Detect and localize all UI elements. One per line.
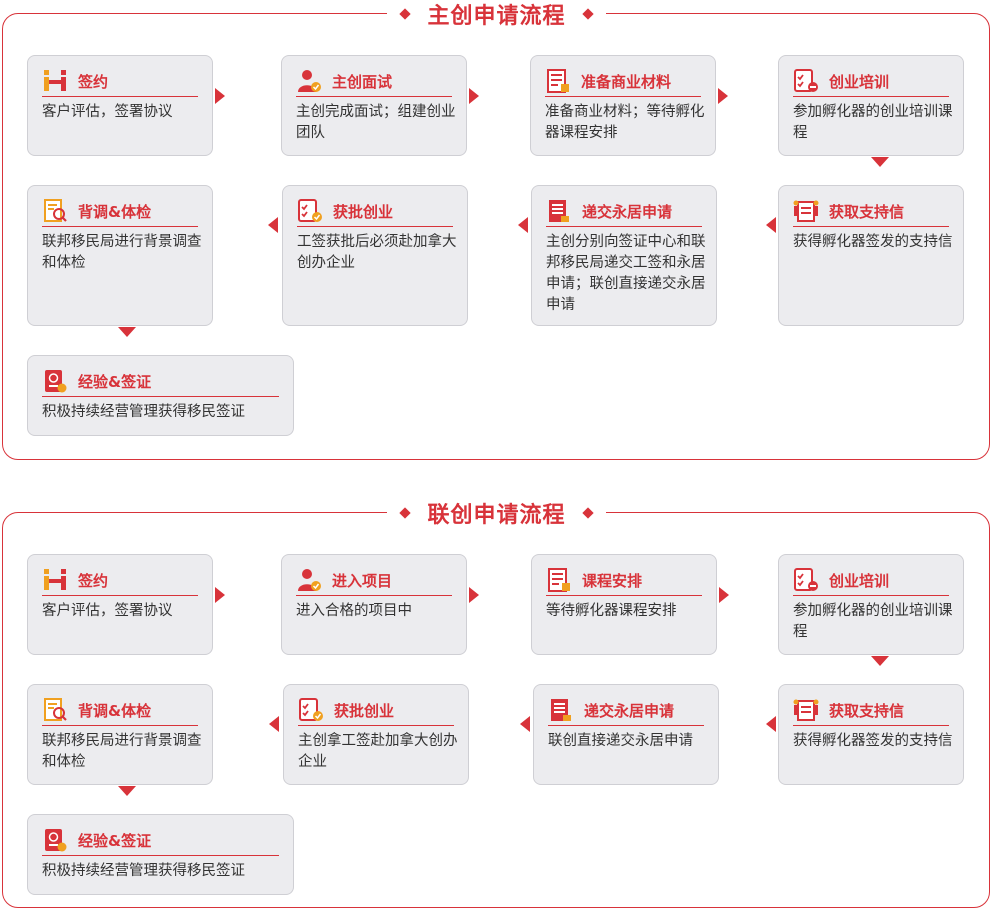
section-title: 主创申请流程	[427, 4, 566, 29]
arrow-left-icon	[518, 217, 528, 233]
step-title: 背调&体检	[78, 701, 152, 720]
step-title: 递交永居申请	[584, 701, 675, 720]
step-desc: 客户评估，签署协议	[42, 104, 173, 120]
section-title-bar: 主创申请流程	[0, 0, 993, 29]
step-card-enter-project: 进入项目 进入合格的项目中	[281, 554, 467, 655]
step-card-pr-application: 递交永居申请 联创直接递交永居申请	[533, 684, 719, 785]
step-card-training: 创业培训 参加孵化器的创业培训课程	[778, 554, 964, 655]
arrow-left-icon	[520, 716, 530, 732]
step-desc: 进入合格的项目中	[296, 603, 412, 619]
step-card-approval: 获批创业 主创拿工签赴加拿大创办企业	[283, 684, 469, 785]
step-title: 获批创业	[334, 701, 395, 720]
step-card-support-letter: 获取支持信 获得孵化器签发的支持信	[778, 684, 964, 785]
arrow-left-icon	[269, 716, 279, 732]
step-card-pr-application: 递交永居申请 主创分别向签证中心和联邦移民局递交工签和永居申请；联创直接递交永居…	[531, 185, 717, 326]
step-card-training: 创业培训 参加孵化器的创业培训课程	[778, 55, 964, 156]
step-desc: 联邦移民局进行背景调查和体检	[42, 234, 202, 271]
handshake-icon	[44, 569, 66, 590]
step-desc: 积极持续经营管理获得移民签证	[42, 404, 245, 420]
arrow-right-icon	[719, 587, 729, 603]
background-check-icon	[44, 698, 67, 721]
step-desc: 获得孵化器签发的支持信	[793, 234, 953, 250]
arrow-left-icon	[766, 217, 776, 233]
step-desc: 等待孵化器课程安排	[546, 603, 677, 619]
step-desc: 准备商业材料；等待孵化器课程安排	[545, 104, 705, 141]
interview-person-icon	[298, 569, 321, 591]
approval-icon	[298, 199, 322, 222]
step-desc: 主创分别向签证中心和联邦移民局递交工签和永居申请；联创直接递交永居申请	[546, 234, 706, 313]
step-title: 主创面试	[332, 72, 393, 91]
step-desc: 主创拿工签赴加拿大创办企业	[298, 733, 458, 770]
support-letter-icon	[793, 200, 819, 222]
arrow-right-icon	[469, 88, 479, 104]
application-icon	[549, 200, 569, 222]
step-desc: 获得孵化器签发的支持信	[793, 733, 953, 749]
co-founder-process-section: 联创申请流程 签约 客户评估，签署协议 进入项目 进入合格的项目中 课程安排 等…	[0, 499, 993, 909]
visa-icon	[45, 829, 67, 852]
step-title: 创业培训	[829, 571, 890, 590]
step-card-sign: 签约 客户评估，签署协议	[27, 554, 213, 655]
checklist-icon	[794, 69, 818, 92]
arrow-right-icon	[469, 587, 479, 603]
step-desc: 联邦移民局进行背景调查和体检	[42, 733, 202, 770]
step-title: 签约	[78, 571, 109, 590]
step-card-course-schedule: 课程安排 等待孵化器课程安排	[531, 554, 717, 655]
diamond-icon	[581, 8, 594, 20]
arrow-down-icon	[118, 786, 136, 796]
step-desc: 客户评估，签署协议	[42, 603, 173, 619]
arrow-left-icon	[766, 716, 776, 732]
step-desc: 积极持续经营管理获得移民签证	[42, 863, 245, 879]
handshake-icon	[44, 70, 66, 91]
checklist-icon	[794, 568, 818, 591]
step-title: 获取支持信	[829, 202, 905, 221]
approval-icon	[299, 698, 323, 721]
arrow-right-icon	[215, 88, 225, 104]
step-card-business-materials: 准备商业材料 准备商业材料；等待孵化器课程安排	[530, 55, 716, 156]
step-desc: 参加孵化器的创业培训课程	[793, 603, 953, 640]
step-title: 创业培训	[829, 72, 890, 91]
diamond-icon	[399, 507, 412, 519]
step-title: 准备商业材料	[581, 72, 672, 91]
step-desc: 工签获批后必须赴加拿大创办企业	[297, 234, 457, 271]
step-card-visa: 经验&签证 积极持续经营管理获得移民签证	[27, 355, 294, 436]
diamond-icon	[399, 8, 412, 20]
step-title: 背调&体检	[78, 202, 152, 221]
step-title: 经验&签证	[78, 372, 152, 391]
arrow-down-icon	[871, 656, 889, 666]
arrow-right-icon	[718, 88, 728, 104]
section-title-bar: 联创申请流程	[0, 499, 993, 528]
step-card-approval: 获批创业 工签获批后必须赴加拿大创办企业	[282, 185, 468, 326]
visa-icon	[45, 370, 67, 393]
step-desc: 主创完成面试；组建创业团队	[296, 104, 456, 141]
arrow-down-icon	[118, 327, 136, 337]
step-card-sign: 签约 客户评估，签署协议	[27, 55, 213, 156]
arrow-down-icon	[871, 157, 889, 167]
support-letter-icon	[793, 699, 819, 721]
step-title: 进入项目	[332, 571, 393, 590]
interview-person-icon	[298, 70, 321, 92]
arrow-right-icon	[215, 587, 225, 603]
step-title: 课程安排	[582, 571, 643, 590]
step-title: 经验&签证	[78, 831, 152, 850]
step-card-visa: 经验&签证 积极持续经营管理获得移民签证	[27, 814, 294, 895]
document-icon	[548, 568, 570, 592]
step-desc: 联创直接递交永居申请	[548, 733, 693, 749]
step-title: 签约	[78, 72, 109, 91]
document-icon	[547, 69, 569, 93]
background-check-icon	[44, 199, 67, 222]
application-icon	[551, 699, 571, 721]
step-desc: 参加孵化器的创业培训课程	[793, 104, 953, 141]
arrow-left-icon	[268, 217, 278, 233]
step-title: 递交永居申请	[582, 202, 673, 221]
step-card-interview: 主创面试 主创完成面试；组建创业团队	[281, 55, 467, 156]
diamond-icon	[581, 507, 594, 519]
section-title: 联创申请流程	[427, 503, 566, 528]
step-card-support-letter: 获取支持信 获得孵化器签发的支持信	[778, 185, 964, 326]
main-founder-process-section: 主创申请流程 签约 客户评估，签署协议 主创面试 主创完成面试；组建创业团队 准…	[0, 0, 993, 460]
step-card-background-check: 背调&体检 联邦移民局进行背景调查和体检	[27, 684, 213, 785]
step-title: 获批创业	[333, 202, 394, 221]
step-card-background-check: 背调&体检 联邦移民局进行背景调查和体检	[27, 185, 213, 326]
step-title: 获取支持信	[829, 701, 905, 720]
